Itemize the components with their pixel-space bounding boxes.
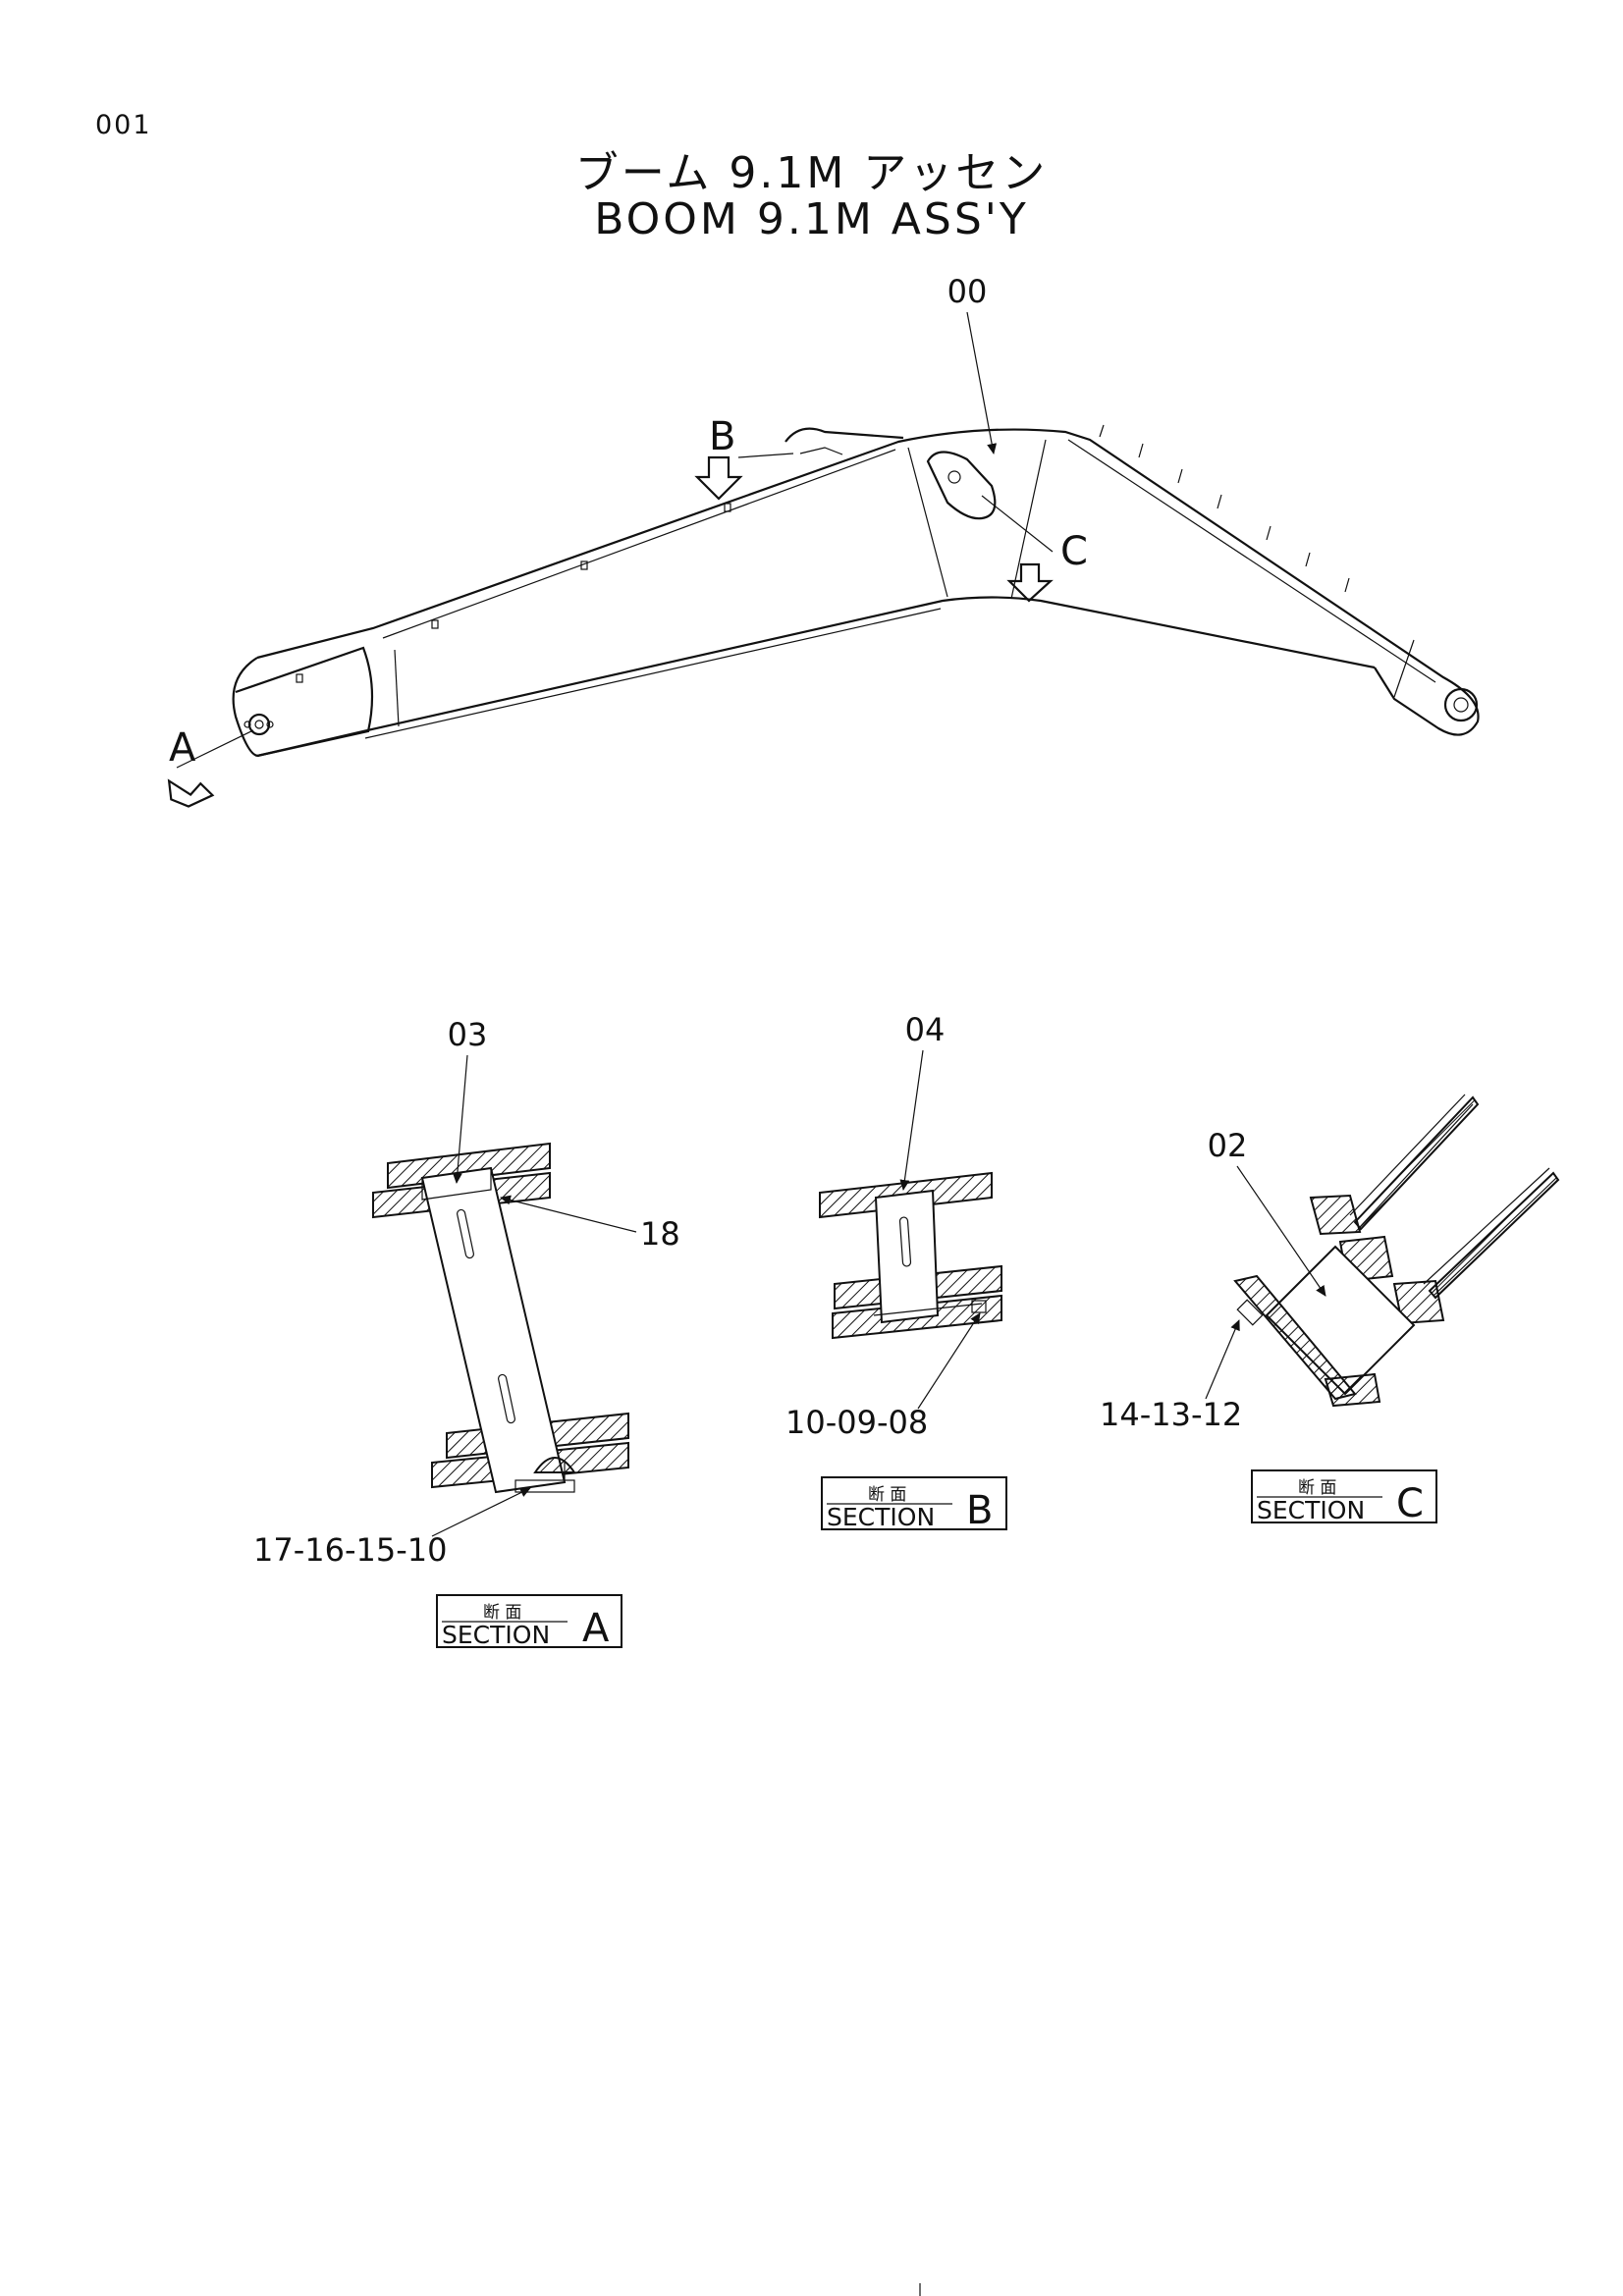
callout-section-c-part: 02 (1208, 1127, 1248, 1164)
title-japanese: ブーム 9.1M アッセン (574, 148, 1049, 198)
title-english: BOOM 9.1M ASS'Y (594, 194, 1029, 244)
svg-text:C: C (1396, 1481, 1424, 1526)
svg-text:B: B (966, 1488, 993, 1533)
callout-section-b-part: 04 (905, 1011, 946, 1048)
view-marker-a: A (167, 725, 254, 808)
callout-section-b-bolts: 10-09-08 (785, 1404, 928, 1441)
callout-boom: 00 (947, 273, 988, 310)
svg-text:B: B (709, 414, 735, 459)
callout-section-a-ring: 18 (640, 1215, 680, 1253)
svg-text:A: A (582, 1606, 610, 1651)
section-a-drawing (372, 1142, 629, 1494)
view-marker-c: C (981, 495, 1088, 603)
svg-text:A: A (169, 725, 196, 771)
boom-outline (232, 424, 1480, 758)
svg-text:断 面: 断 面 (483, 1603, 521, 1623)
section-b-drawing (819, 1171, 1002, 1340)
section-c-drawing (1233, 1094, 1560, 1408)
svg-text:SECTION: SECTION (442, 1621, 550, 1649)
svg-text:C: C (1060, 529, 1088, 574)
callout-section-c-bolts: 14-13-12 (1100, 1396, 1242, 1433)
section-b-label: 断 面 SECTION B (821, 1476, 1007, 1533)
view-marker-b: B (694, 414, 794, 501)
callout-section-a-bolts: 17-16-15-10 (253, 1531, 448, 1569)
callout-section-a-part: 03 (448, 1016, 488, 1053)
svg-text:断 面: 断 面 (1298, 1478, 1336, 1498)
svg-text:SECTION: SECTION (827, 1503, 935, 1531)
svg-text:断 面: 断 面 (868, 1485, 906, 1505)
section-a-label: 断 面 SECTION A (436, 1594, 622, 1651)
page-number: 001 (95, 110, 152, 140)
section-c-label: 断 面 SECTION C (1251, 1469, 1437, 1526)
svg-text:SECTION: SECTION (1257, 1496, 1365, 1524)
